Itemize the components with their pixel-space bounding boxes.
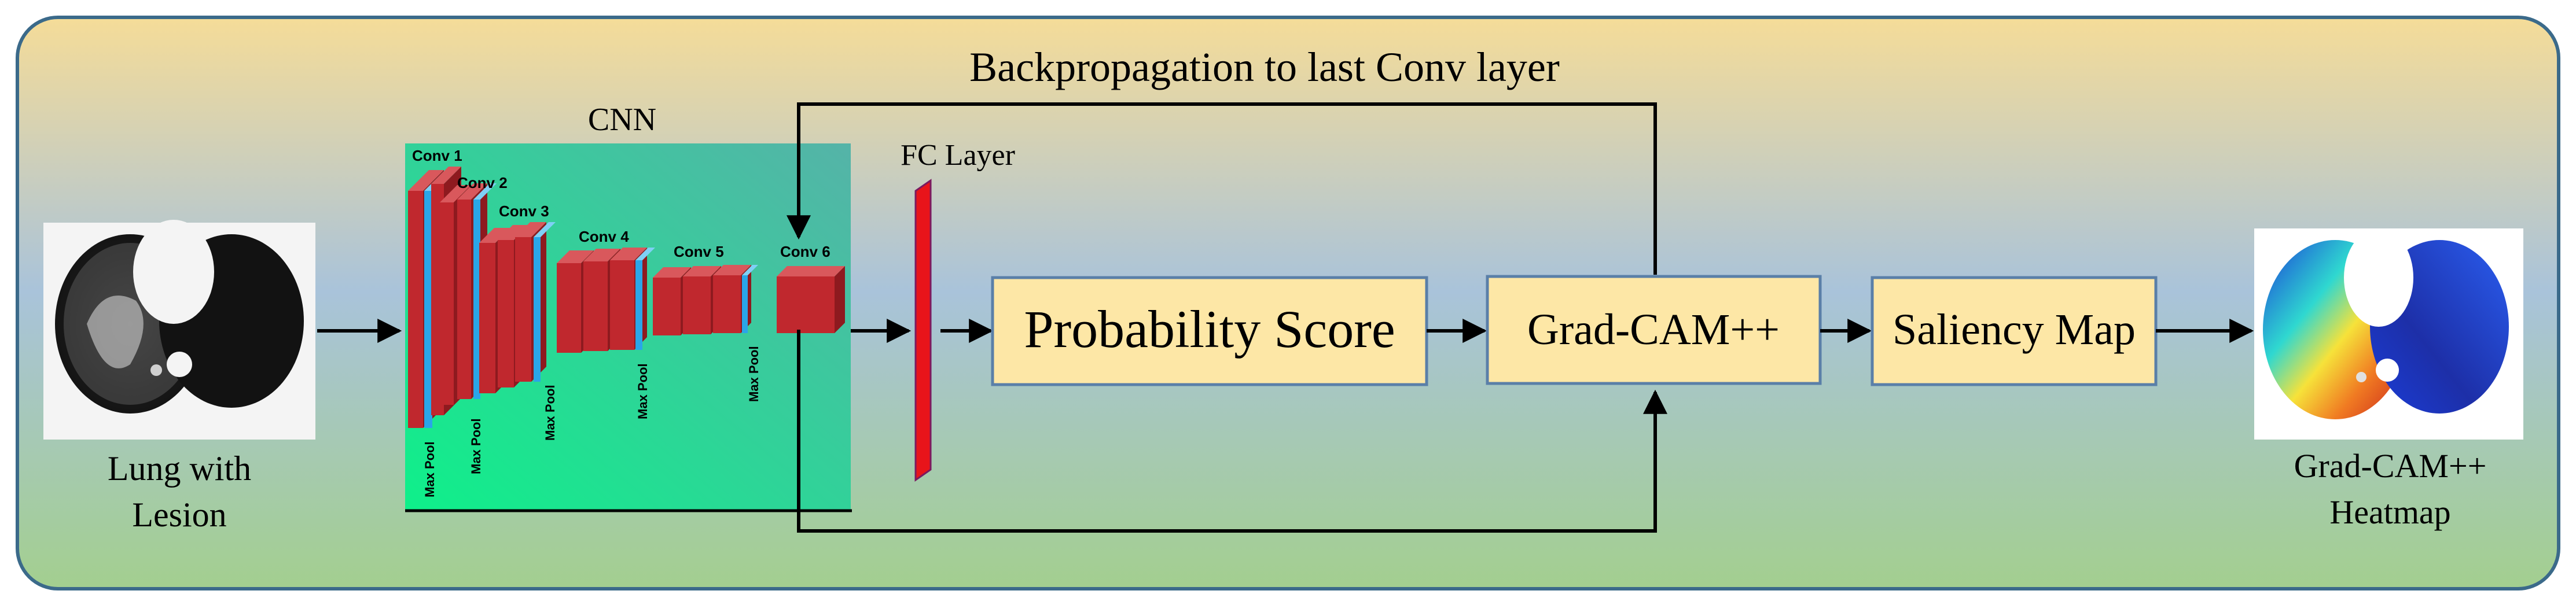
probability-score-label: Probability Score xyxy=(1024,300,1395,359)
maxpool-label-2: Max Pool xyxy=(469,418,483,474)
conv4-label: Conv 4 xyxy=(579,228,629,245)
output-caption-line1: Grad-CAM++ xyxy=(2294,447,2487,485)
maxpool-label-1: Max Pool xyxy=(422,441,437,497)
conv3-pool xyxy=(534,222,556,382)
input-lung-image xyxy=(43,220,315,440)
conv3-label: Conv 3 xyxy=(499,202,549,220)
fc-label: FC Layer xyxy=(901,139,1015,172)
backprop-label: Backpropagation to last Conv layer xyxy=(969,44,1560,90)
output-heatmap-image xyxy=(2254,228,2523,440)
conv5-label: Conv 5 xyxy=(674,243,724,260)
fc-layer-bar xyxy=(914,179,932,482)
conv6-label: Conv 6 xyxy=(780,243,831,260)
saliency-map-label: Saliency Map xyxy=(1893,305,2136,354)
conv6-slab xyxy=(777,266,845,333)
maxpool-label-3: Max Pool xyxy=(543,385,557,441)
output-caption-line2: Heatmap xyxy=(2329,493,2450,531)
gradcam-label: Grad-CAM++ xyxy=(1527,305,1780,354)
conv4-pool xyxy=(635,248,655,350)
feature-map-arrow xyxy=(797,330,1667,533)
probability-score-box xyxy=(991,276,1428,386)
conv3-slab-c xyxy=(515,222,546,382)
conv1-label: Conv 1 xyxy=(412,147,462,164)
input-caption-line2: Lesion xyxy=(132,496,226,534)
conv2-pool xyxy=(473,183,497,399)
maxpool-label-5: Max Pool xyxy=(747,346,761,402)
gradcam-box xyxy=(1486,275,1822,385)
input-caption-line1: Lung with xyxy=(108,449,251,488)
cnn-label: CNN xyxy=(588,102,656,138)
conv2-label: Conv 2 xyxy=(457,174,508,191)
backprop-arrow xyxy=(787,102,1657,275)
conv5-pool xyxy=(742,265,758,333)
cnn-layers: Conv 1 Max Pool Conv 2 Max Pool Conv 3 Max Po… xyxy=(408,147,845,497)
maxpool-label-4: Max Pool xyxy=(635,363,650,419)
